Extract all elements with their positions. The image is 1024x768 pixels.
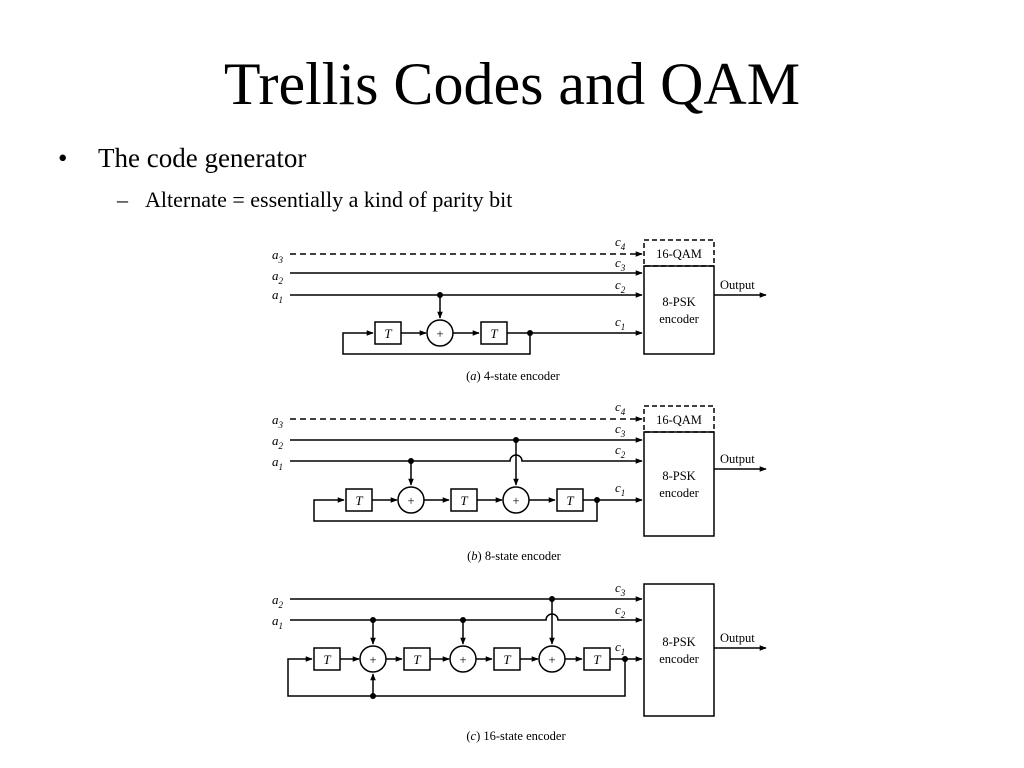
delay-label: T [384, 326, 392, 341]
adder-symbol: + [407, 494, 414, 508]
delay-label: T [413, 652, 421, 667]
delay-label: T [566, 493, 574, 508]
output-label-c2: c2 [615, 602, 626, 620]
output-label-c4: c4 [615, 399, 626, 417]
output-label: Output [720, 631, 755, 645]
input-label-a2: a2 [272, 592, 284, 610]
adder-symbol: + [459, 653, 466, 667]
output-label: Output [720, 452, 755, 466]
input-label-a1: a1 [272, 454, 283, 472]
delay-label: T [355, 493, 363, 508]
bullet-dot: • [58, 143, 68, 173]
psk-encoder-box [643, 265, 715, 355]
input-label-a3: a3 [272, 247, 284, 265]
line-a1-c2 [290, 454, 643, 464]
qam-label: 16-QAM [656, 247, 702, 261]
sub-bullet-text: Alternate = essentially a kind of parity… [145, 187, 513, 212]
output-label-c1: c1 [615, 639, 625, 657]
output-label-c3: c3 [615, 421, 626, 439]
adder-symbol: + [548, 653, 555, 667]
caption-c: (c) 16-state encoder [466, 729, 566, 743]
encoder-label: 8-PSK [662, 635, 695, 649]
input-label-a1: a1 [272, 287, 283, 305]
input-label-a3: a3 [272, 412, 284, 430]
bullet-text: The code generator [98, 143, 307, 173]
encoder-label: encoder [659, 486, 699, 500]
slide-title: Trellis Codes and QAM [223, 51, 801, 117]
caption-b: (b) 8-state encoder [467, 549, 562, 563]
input-label-a1: a1 [272, 613, 283, 631]
delay-label: T [323, 652, 331, 667]
encoder-label: 8-PSK [662, 469, 695, 483]
delay-label: T [503, 652, 511, 667]
encoder-a-4-state: a3 a2 a1 c4 c3 c2 c1 T + T 16-QAM 8-PSK … [272, 234, 767, 383]
sub-bullet-dash: – [117, 187, 128, 212]
adder-symbol: + [436, 327, 443, 341]
output-label-c3: c3 [615, 255, 626, 273]
psk-encoder-box [643, 583, 715, 717]
output-label-c1: c1 [615, 314, 625, 332]
adder-symbol: + [512, 494, 519, 508]
adder-symbol: + [369, 653, 376, 667]
output-label-c3: c3 [615, 580, 626, 598]
line-a1-c2 [290, 613, 643, 623]
delay-label: T [490, 326, 498, 341]
encoder-b-8-state: a3 a2 a1 c4 c3 c2 c1 T + T + T 1 [272, 399, 767, 563]
delay-label: T [593, 652, 601, 667]
output-label-c2: c2 [615, 277, 626, 295]
sub-bullet-item: –Alternate = essentially a kind of parit… [117, 187, 512, 213]
output-label-c4: c4 [615, 234, 626, 252]
feedback-loop [313, 497, 598, 522]
output-label-c1: c1 [615, 480, 625, 498]
feedback-loop [342, 330, 531, 355]
encoder-label: encoder [659, 312, 699, 326]
bullet-item: • The code generator [58, 142, 306, 174]
output-label-c2: c2 [615, 442, 626, 460]
feedback-loop [287, 656, 626, 697]
encoder-c-16-state: a2 a1 c3 c2 c1 T + T + T + T [272, 580, 767, 743]
output-label: Output [720, 278, 755, 292]
encoder-label: encoder [659, 652, 699, 666]
encoder-label: 8-PSK [662, 295, 695, 309]
qam-label: 16-QAM [656, 413, 702, 427]
psk-encoder-box [643, 431, 715, 537]
delay-label: T [460, 493, 468, 508]
caption-a: (a) 4-state encoder [466, 369, 561, 383]
input-label-a2: a2 [272, 433, 284, 451]
input-label-a2: a2 [272, 268, 284, 286]
